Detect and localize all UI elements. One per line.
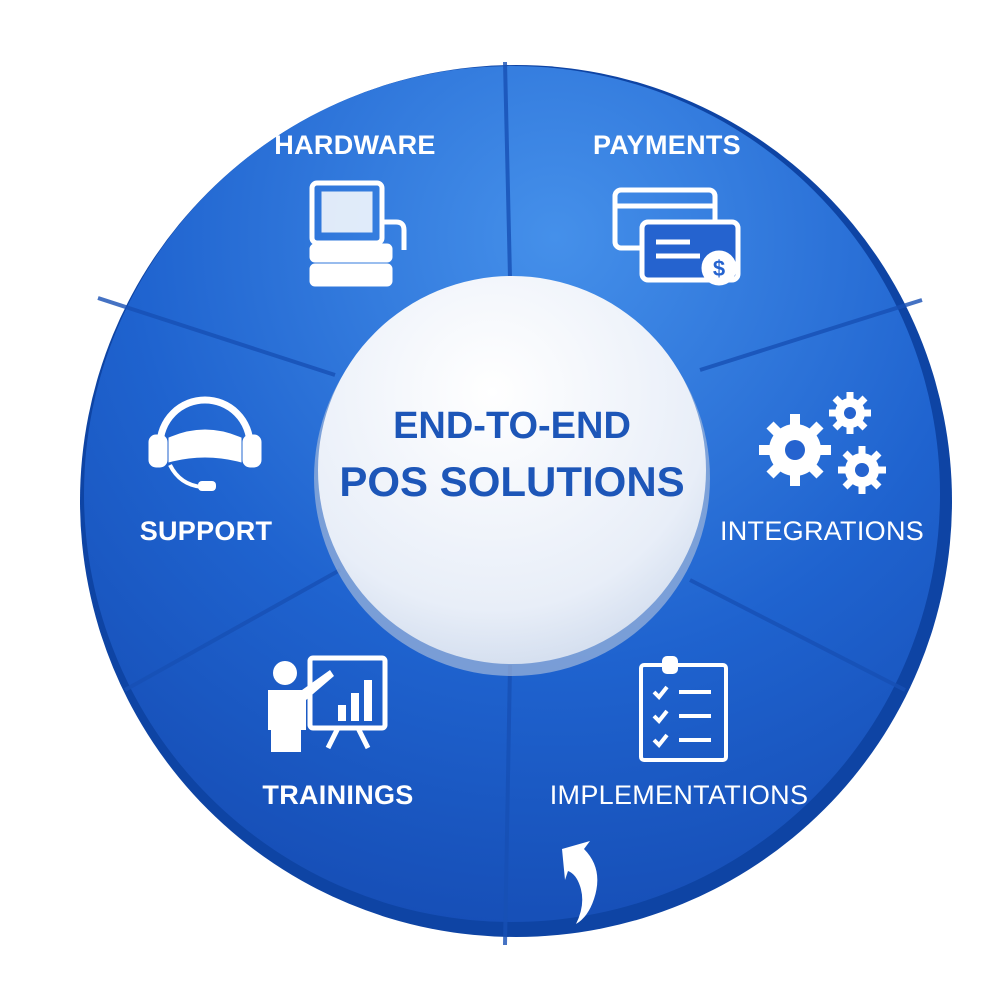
segment-label-support: SUPPORT [139, 516, 273, 546]
pos-terminal-icon [309, 180, 407, 287]
credit-card-dollar-icon: $ [612, 187, 741, 286]
segment-dividers [97, 61, 923, 946]
segment-label-implementations: IMPLEMENTATIONS [549, 780, 809, 810]
center-title-line2: POS SOLUTIONS [339, 458, 685, 505]
segment-label-payments: PAYMENTS [593, 130, 741, 160]
center-title-line1: END-TO-END [393, 405, 631, 447]
segment-label-integrations: INTEGRATIONS [719, 516, 925, 546]
segment-label-hardware: HARDWARE [274, 130, 436, 160]
gears-icon [759, 392, 886, 494]
center-title: END-TO-END POS SOLUTIONS [339, 398, 684, 510]
headset-icon [148, 396, 262, 491]
center-circle [318, 276, 706, 664]
svg-text:$: $ [713, 256, 725, 281]
curved-arrow-icon [562, 841, 598, 924]
presenter-chart-icon [268, 655, 388, 752]
segment-label-trainings: TRAININGS [262, 780, 414, 810]
checklist-clipboard-icon [639, 656, 728, 762]
